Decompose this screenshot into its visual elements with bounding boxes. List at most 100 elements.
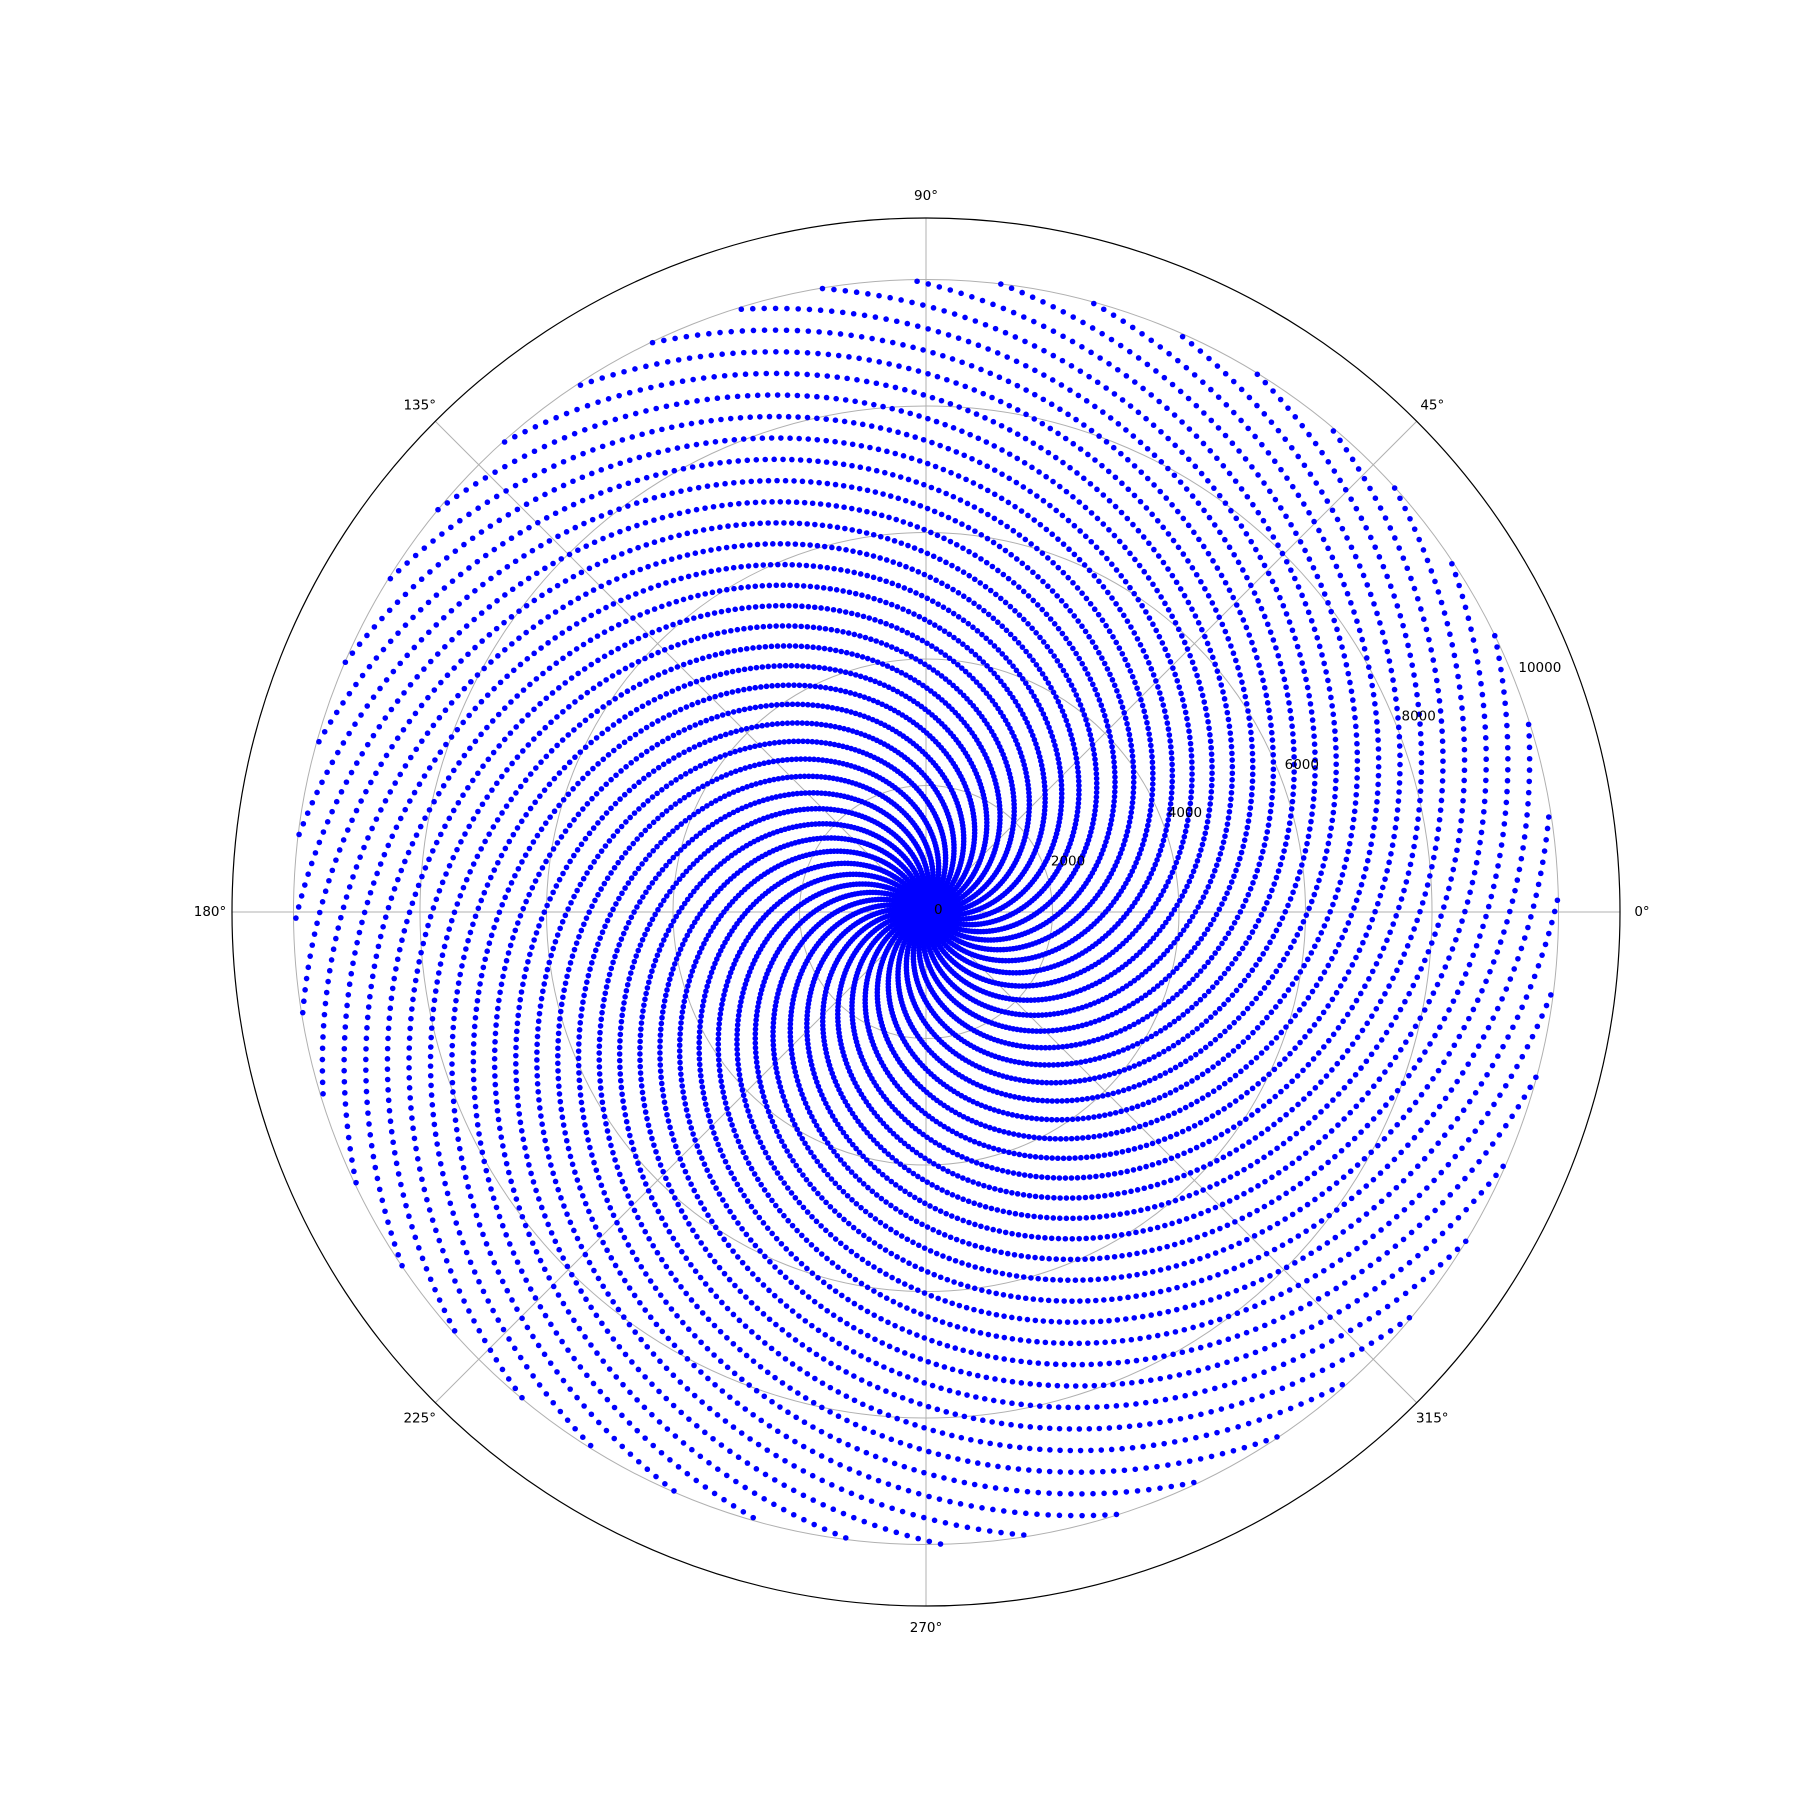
- data-point: [715, 1041, 722, 1047]
- data-point: [937, 1208, 944, 1214]
- data-point: [1140, 1101, 1146, 1108]
- data-point: [1128, 742, 1135, 749]
- data-point: [877, 1219, 884, 1226]
- data-point: [975, 1181, 982, 1187]
- data-point: [643, 990, 649, 997]
- data-point: [1089, 1095, 1096, 1101]
- data-point: [1044, 1174, 1051, 1181]
- data-point: [1149, 781, 1156, 787]
- data-point: [784, 720, 791, 726]
- data-point: [683, 1107, 690, 1113]
- data-point: [1162, 1092, 1168, 1099]
- data-point: [687, 768, 694, 774]
- data-point: [655, 906, 661, 913]
- data-point: [976, 1140, 983, 1147]
- data-point: [1129, 804, 1135, 811]
- data-point: [729, 668, 736, 675]
- data-point: [1001, 1148, 1007, 1154]
- data-point: [793, 1162, 800, 1169]
- data-point: [1110, 1090, 1117, 1097]
- data-point: [1019, 644, 1026, 650]
- data-point: [1222, 935, 1229, 942]
- data-point: [862, 675, 869, 681]
- data-point: [622, 885, 628, 891]
- data-point: [642, 931, 648, 938]
- data-point: [757, 742, 763, 749]
- data-point: [936, 625, 943, 631]
- data-point: [696, 1045, 702, 1051]
- data-point: [1162, 832, 1168, 839]
- data-point: [786, 738, 792, 745]
- data-point: [941, 628, 948, 634]
- data-point: [711, 1130, 717, 1136]
- data-point: [703, 988, 709, 994]
- data-point: [722, 1100, 729, 1106]
- data-point: [1185, 1033, 1191, 1039]
- data-point: [668, 922, 674, 929]
- data-point: [752, 684, 759, 691]
- data-point: [702, 739, 708, 746]
- data-point: [1148, 748, 1155, 754]
- data-point: [1188, 753, 1195, 759]
- data-point: [680, 1089, 686, 1095]
- data-point: [1172, 1064, 1179, 1071]
- data-point: [1062, 1175, 1069, 1181]
- data-point: [685, 983, 691, 989]
- data-point: [1107, 733, 1113, 740]
- data-point: [1213, 979, 1220, 986]
- data-point: [750, 1123, 757, 1130]
- data-point: [914, 635, 921, 641]
- data-point: [1208, 795, 1214, 801]
- data-point: [822, 625, 829, 632]
- data-point: [821, 665, 828, 672]
- data-point: [719, 1083, 725, 1090]
- data-point: [916, 1197, 923, 1204]
- data-point: [1149, 791, 1155, 798]
- data-point: [1092, 644, 1099, 651]
- data-point: [656, 947, 663, 953]
- data-point: [747, 744, 753, 751]
- data-point: [1152, 1075, 1158, 1082]
- data-point: [743, 1102, 750, 1109]
- data-point: [849, 1196, 855, 1203]
- data-point: [791, 682, 797, 688]
- data-point: [965, 1177, 971, 1183]
- data-point: [1192, 863, 1199, 869]
- data-point: [810, 702, 816, 708]
- data-point: [883, 620, 889, 627]
- data-point: [894, 625, 900, 631]
- data-point: [1130, 789, 1137, 796]
- data-point: [1188, 783, 1195, 789]
- data-point: [757, 1139, 764, 1146]
- data-point: [738, 1082, 745, 1088]
- data-point: [720, 996, 726, 1003]
- data-point: [1107, 1151, 1114, 1157]
- data-point: [1216, 906, 1223, 913]
- data-point: [735, 1061, 741, 1068]
- data-point: [660, 761, 667, 768]
- data-point: [643, 889, 649, 896]
- data-point: [796, 682, 803, 689]
- data-point: [1039, 1097, 1046, 1104]
- data-point: [771, 740, 778, 746]
- data-point: [840, 1188, 847, 1195]
- data-point: [738, 727, 745, 733]
- data-point: [727, 1116, 734, 1123]
- data-point: [995, 647, 1002, 653]
- data-point: [837, 668, 844, 674]
- data-point: [827, 666, 833, 672]
- data-point: [661, 937, 667, 943]
- data-point: [661, 998, 668, 1004]
- data-point: [1005, 1169, 1011, 1175]
- data-point: [816, 645, 822, 651]
- data-point: [781, 739, 787, 745]
- data-point: [668, 780, 675, 786]
- data-point: [1126, 731, 1133, 738]
- data-point: [1194, 972, 1200, 979]
- data-point: [729, 1122, 735, 1128]
- data-point: [1193, 1000, 1200, 1007]
- data-point: [686, 724, 693, 731]
- data-point: [832, 647, 839, 654]
- data-point: [940, 1166, 946, 1172]
- data-point: [1142, 714, 1149, 720]
